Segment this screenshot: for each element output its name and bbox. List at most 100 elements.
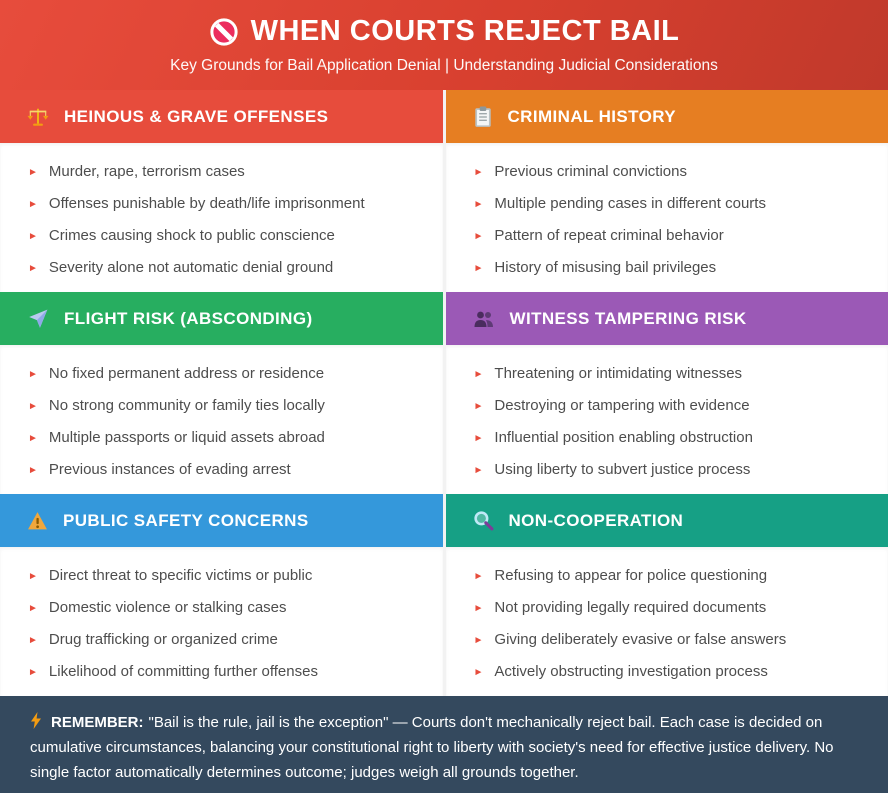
bullet-triangle-icon: ► bbox=[473, 433, 484, 445]
list-item: ►Refusing to appear for police questioni… bbox=[474, 560, 879, 592]
footer-label: REMEMBER: bbox=[51, 714, 144, 732]
bullet-triangle-icon: ► bbox=[473, 667, 484, 679]
list-item: ►Previous criminal convictions bbox=[474, 156, 879, 188]
section-header: PUBLIC SAFETY CONCERNS bbox=[0, 494, 443, 548]
section-title: NON-COOPERATION bbox=[508, 510, 684, 530]
list-item-text: Drug trafficking or organized crime bbox=[48, 631, 278, 649]
section-header: HEINOUS & GRAVE OFFENSES bbox=[0, 90, 443, 144]
list-item-text: Giving deliberately evasive or false ans… bbox=[494, 631, 787, 649]
title-row: WHEN COURTS REJECT BAIL bbox=[0, 15, 888, 48]
list-item: ► Pattern of repeat criminal behavior bbox=[474, 220, 879, 252]
header-banner: WHEN COURTS REJECT BAIL Key Grounds for … bbox=[0, 0, 888, 91]
magnifier-icon bbox=[473, 510, 494, 531]
list-item-text: Murder, rape, terrorism cases bbox=[48, 163, 245, 181]
list-item-text: Using liberty to subvert justice process bbox=[494, 461, 751, 479]
list-item: ► Offenses punishable by death/life impri… bbox=[28, 188, 433, 220]
list-item: ► Threatening or intimidating witnesses bbox=[474, 358, 879, 390]
bullet-triangle-icon: ► bbox=[473, 465, 484, 477]
section-list: ►Refusing to appear for police questioni… bbox=[446, 547, 888, 696]
section-title: HEINOUS & GRAVE OFFENSES bbox=[64, 106, 329, 126]
list-item: ► Giving deliberately evasive or false an… bbox=[474, 624, 879, 656]
bullet-triangle-icon: ► bbox=[473, 401, 484, 413]
no-entry-icon bbox=[209, 17, 239, 47]
list-item-text: History of misusing bail privileges bbox=[494, 259, 717, 277]
page-title: WHEN COURTS REJECT BAIL bbox=[250, 15, 680, 47]
bullet-triangle-icon: ► bbox=[473, 199, 484, 211]
list-item-text: Pattern of repeat criminal behavior bbox=[494, 227, 724, 245]
bullet-triangle-icon: ► bbox=[28, 667, 38, 679]
list-item: ►Influential position enabling obstructi… bbox=[474, 422, 879, 454]
bullet-triangle-icon: ► bbox=[473, 369, 484, 381]
list-item: ►Actively obstructing investigation proc… bbox=[474, 656, 879, 688]
footer-note: REMEMBER:"Bail is the rule, jail is the … bbox=[0, 696, 888, 793]
bullet-triangle-icon: ► bbox=[28, 263, 38, 275]
list-item: ► Multiple passports or liquid assets abr… bbox=[28, 422, 433, 454]
warning-icon bbox=[27, 511, 48, 531]
bullet-triangle-icon: ► bbox=[28, 167, 38, 179]
list-item: ► Not providing legally required document… bbox=[474, 592, 879, 624]
bullet-triangle-icon: ► bbox=[473, 571, 484, 583]
list-item: ► Murder, rape, terrorism cases bbox=[28, 156, 433, 188]
list-item: ►Drug trafficking or organized crime bbox=[28, 624, 433, 656]
section-list: ►Previous criminal convictions ►Multiple… bbox=[446, 143, 888, 292]
list-item: ► Multiple pending cases in different cou… bbox=[474, 188, 879, 220]
list-item-text: Severity alone not automatic denial grou… bbox=[48, 259, 334, 277]
bullet-triangle-icon: ► bbox=[28, 571, 38, 583]
bullet-triangle-icon: ► bbox=[28, 369, 38, 381]
list-item-text: Threatening or intimidating witnesses bbox=[494, 365, 743, 383]
section-header: CRIMINAL HISTORY bbox=[445, 90, 888, 144]
list-item: ► Using liberty to subvert justice proces… bbox=[474, 454, 879, 486]
section-title: WITNESS TAMPERING RISK bbox=[509, 308, 747, 328]
list-item: ► Direct threat to specific victims or pu… bbox=[28, 560, 433, 592]
section-witness-tampering: WITNESS TAMPERING RISK ► Threatening or i… bbox=[445, 292, 888, 495]
list-item: ►Domestic violence or stalking cases bbox=[28, 592, 433, 624]
section-criminal-history: CRIMINAL HISTORY ►Previous criminal conv… bbox=[445, 90, 888, 293]
section-non-cooperation: NON-COOPERATION ►Refusing to appear for … bbox=[445, 494, 888, 697]
section-title: CRIMINAL HISTORY bbox=[507, 106, 677, 126]
section-header: FLIGHT RISK (ABSCONDING) bbox=[0, 292, 443, 346]
section-title: PUBLIC SAFETY CONCERNS bbox=[63, 510, 309, 530]
section-heinous-grave-offenses: HEINOUS & GRAVE OFFENSES ► Murder, rape, … bbox=[0, 90, 443, 293]
bullet-triangle-icon: ► bbox=[28, 465, 38, 477]
list-item-text: No fixed permanent address or residence bbox=[48, 365, 325, 383]
list-item: ► Likelihood of committing further offens… bbox=[28, 656, 433, 688]
list-item-text: Multiple pending cases in different cour… bbox=[494, 195, 766, 213]
section-list: ► No fixed permanent address or residence… bbox=[0, 345, 443, 494]
list-item-text: Previous criminal convictions bbox=[494, 163, 687, 181]
list-item: ►Previous instances of evading arrest bbox=[28, 454, 433, 486]
section-list: ► Murder, rape, terrorism cases ► Offenses… bbox=[0, 143, 443, 292]
section-public-safety: PUBLIC SAFETY CONCERNS ► Direct threat to… bbox=[0, 494, 443, 697]
section-title: FLIGHT RISK (ABSCONDING) bbox=[64, 308, 313, 328]
list-item-text: Crimes causing shock to public conscienc… bbox=[48, 227, 335, 245]
list-item: ► Destroying or tampering with evidence bbox=[474, 390, 879, 422]
section-header: WITNESS TAMPERING RISK bbox=[445, 292, 888, 346]
section-list: ► Direct threat to specific victims or pu… bbox=[0, 547, 443, 696]
bullet-triangle-icon: ► bbox=[28, 433, 38, 445]
clipboard-icon bbox=[473, 106, 493, 128]
people-icon bbox=[473, 309, 495, 329]
list-item-text: Offenses punishable by death/life impris… bbox=[48, 195, 365, 213]
section-flight-risk: FLIGHT RISK (ABSCONDING) ► No fixed perma… bbox=[0, 292, 443, 495]
list-item-text: Not providing legally required documents bbox=[494, 599, 767, 617]
bullet-triangle-icon: ► bbox=[473, 635, 484, 647]
bullet-triangle-icon: ► bbox=[473, 231, 484, 243]
bullet-triangle-icon: ► bbox=[28, 231, 38, 243]
section-list: ► Threatening or intimidating witnesses ►… bbox=[446, 345, 888, 494]
bullet-triangle-icon: ► bbox=[28, 199, 38, 211]
lightning-icon bbox=[30, 712, 42, 730]
sections-grid: HEINOUS & GRAVE OFFENSES ► Murder, rape, … bbox=[0, 90, 888, 697]
bullet-triangle-icon: ► bbox=[28, 401, 38, 413]
list-item-text: Multiple passports or liquid assets abro… bbox=[48, 429, 325, 447]
scales-icon bbox=[27, 106, 49, 128]
list-item-text: No strong community or family ties local… bbox=[48, 397, 325, 415]
list-item-text: Likelihood of committing further offense… bbox=[48, 663, 318, 681]
section-header: NON-COOPERATION bbox=[445, 494, 888, 548]
page-subtitle: Key Grounds for Bail Application Denial … bbox=[170, 57, 718, 74]
footer-paragraph: REMEMBER:"Bail is the rule, jail is the … bbox=[30, 710, 858, 785]
footer-text: "Bail is the rule, jail is the exception… bbox=[30, 714, 834, 781]
list-item-text: Destroying or tampering with evidence bbox=[494, 397, 750, 415]
list-item-text: Direct threat to specific victims or pub… bbox=[48, 567, 313, 585]
bullet-triangle-icon: ► bbox=[473, 603, 484, 615]
bullet-triangle-icon: ► bbox=[28, 603, 38, 615]
